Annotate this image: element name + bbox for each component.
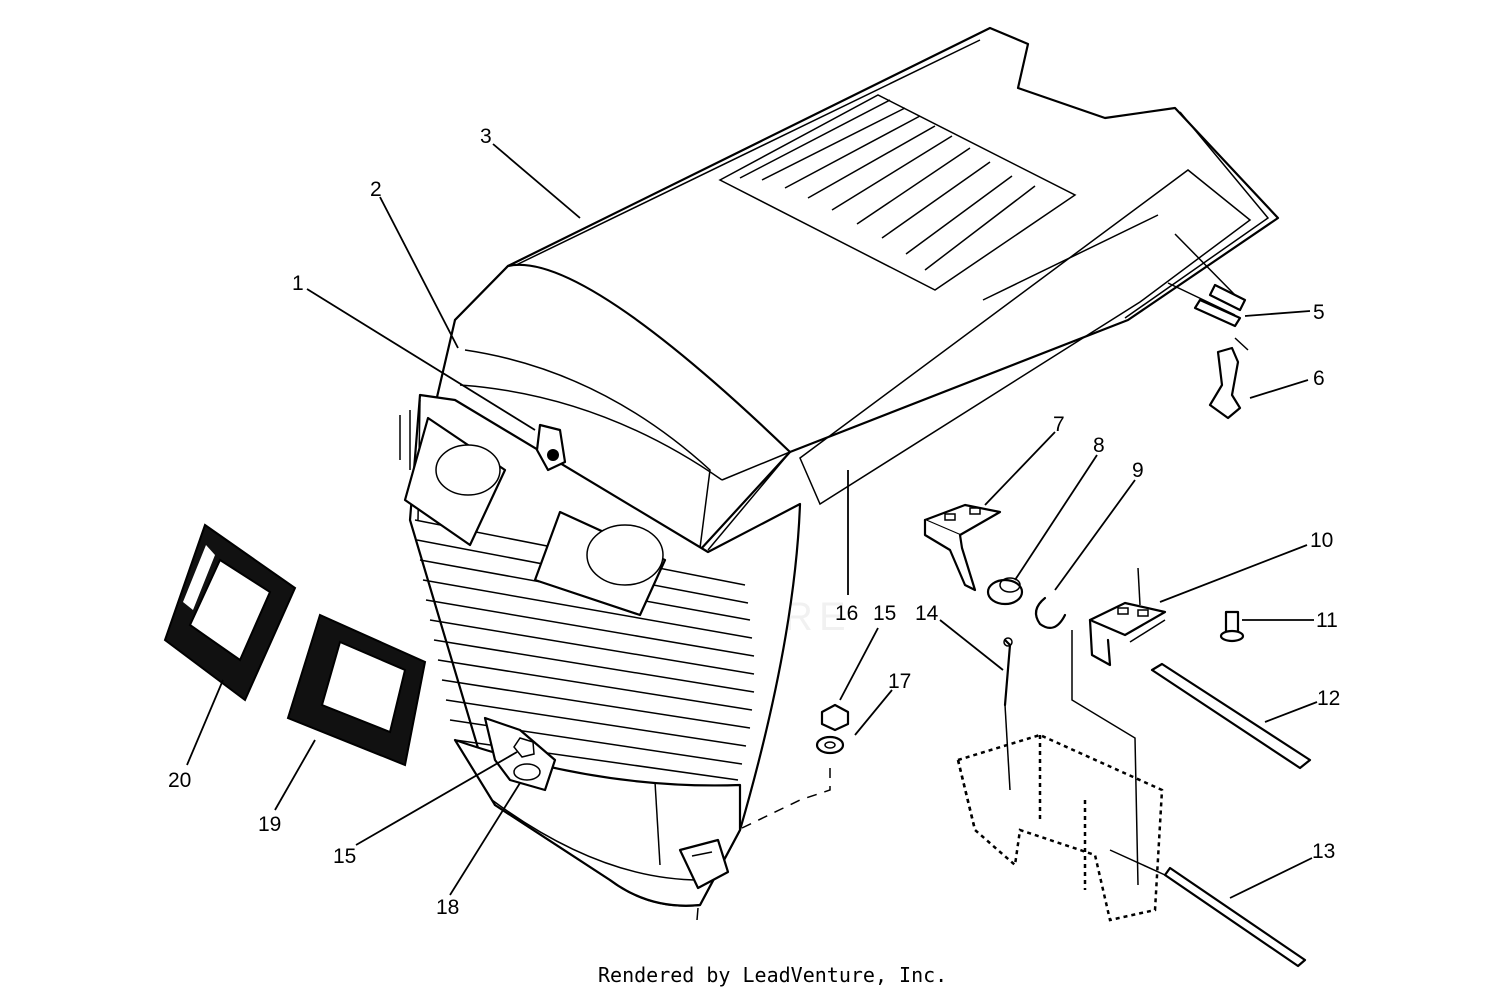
hinge-bracket xyxy=(1088,567,1167,667)
headlight-left xyxy=(403,416,507,547)
headlight-right xyxy=(533,510,667,617)
hinge-pins xyxy=(1167,233,1247,328)
hood-side-line xyxy=(982,214,1159,301)
leader-lines xyxy=(186,143,1318,899)
bolt xyxy=(1219,610,1245,643)
callout-9: 9 xyxy=(1132,459,1144,482)
grille-insert-19 xyxy=(286,613,427,767)
callout-12: 12 xyxy=(1317,687,1340,710)
grille-insert-20 xyxy=(163,523,297,702)
callout-3: 3 xyxy=(480,125,492,148)
callout-20: 20 xyxy=(168,769,191,792)
callout-19: 19 xyxy=(258,813,281,836)
hood-vent-louvers xyxy=(718,94,1077,291)
callout-15-upper: 15 xyxy=(873,602,896,625)
hood-emblem xyxy=(535,423,567,472)
cotter-pin xyxy=(1003,637,1013,707)
hood-front-band-inner xyxy=(464,349,711,549)
callout-8: 8 xyxy=(1093,434,1105,457)
hood-latch xyxy=(1208,337,1249,420)
callout-16: 16 xyxy=(835,602,858,625)
callout-14: 14 xyxy=(915,602,939,625)
frame-phantom xyxy=(956,733,1164,922)
callout-13: 13 xyxy=(1312,840,1335,863)
callout-17: 17 xyxy=(888,670,911,693)
hood-right-panel xyxy=(799,169,1252,506)
callout-2: 2 xyxy=(370,178,382,201)
footer-credit: Rendered by LeadVenture, Inc. xyxy=(598,963,947,987)
washer xyxy=(815,735,845,755)
callout-18: 18 xyxy=(436,896,459,919)
callout-10: 10 xyxy=(1310,529,1333,552)
hood-latch-bracket xyxy=(678,838,730,890)
pivot-rod-2 xyxy=(1163,866,1307,968)
e-clip xyxy=(1034,596,1067,629)
callout-5: 5 xyxy=(1313,301,1325,324)
callout-15-lower: 15 xyxy=(333,845,356,868)
mounting-bracket xyxy=(923,503,1002,592)
hood xyxy=(399,26,1280,921)
assembly-lines xyxy=(741,619,1166,886)
hood-side-plate xyxy=(483,716,557,792)
pivot-rod xyxy=(1150,662,1312,770)
callout-numbers: 1 2 3 5 6 7 8 9 10 11 12 13 14 15 16 15 … xyxy=(168,125,1340,919)
callout-6: 6 xyxy=(1313,367,1325,390)
hex-nut xyxy=(820,703,850,732)
callout-1: 1 xyxy=(292,272,304,295)
bushing xyxy=(986,577,1024,606)
callout-11: 11 xyxy=(1316,609,1338,632)
hood-top-edge xyxy=(509,39,981,269)
callout-7: 7 xyxy=(1053,413,1065,436)
